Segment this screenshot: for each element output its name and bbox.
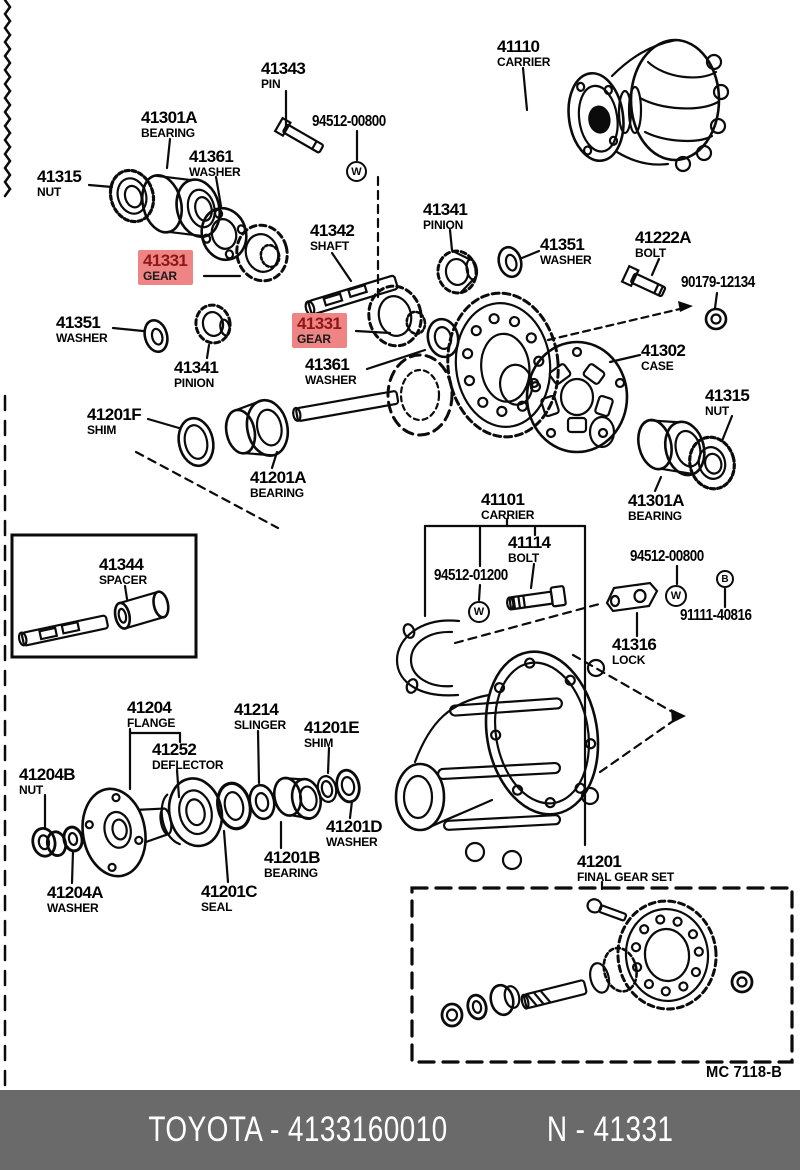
label-washer-41361-mid: 41361 WASHER <box>305 355 357 388</box>
label-washer-41351-left: 41351 WASHER <box>56 313 108 346</box>
page-edge <box>3 0 12 1088</box>
label-washer-41361-top: 41361 WASHER <box>189 147 241 180</box>
label-spacer-41344: 41344 SPACER <box>99 555 147 588</box>
label-lock-41316: 41316 LOCK <box>612 635 657 668</box>
washer-41361-top-drawing <box>200 206 248 262</box>
label-washer-41351-mid: 41351 WASHER <box>540 235 592 268</box>
bolt-symbol-icon: B <box>716 570 734 588</box>
dashed-arrow-case <box>546 301 693 342</box>
ring-gear-drawing <box>446 291 560 439</box>
label-bolt-91111-40816: 91111-40816 <box>680 607 752 624</box>
label-washer-94512-01200: 94512-01200 <box>434 567 508 584</box>
label-bolt-94512-00800-top: 94512-00800 <box>312 113 386 130</box>
axle-shaft-drawing <box>292 353 454 437</box>
label-bolt-41222a: 41222A BOLT <box>635 228 692 261</box>
label-shim-41201e: 41201E SHIM <box>304 718 360 751</box>
label-washer-41204a: 41204A WASHER <box>47 883 104 916</box>
dashed-wedge <box>571 653 686 774</box>
drawing-code: MC 7118-B <box>706 1064 783 1081</box>
label-bolt-94512-00800-mid: 94512-00800 <box>630 548 704 565</box>
shim-41201e-drawing <box>316 775 338 803</box>
label-flange-41204: 41204 FLANGE <box>127 698 176 731</box>
gear-41331-left-drawing <box>235 223 289 283</box>
label-carrier-41110: 41110 CARRIER <box>497 37 551 70</box>
label-bolt-90179-12134: 90179-12134 <box>681 274 755 291</box>
footer-bar: TOYOTA - 4133160010 N - 41331 <box>0 1090 800 1170</box>
washer-symbol-icon: W <box>346 161 367 182</box>
nut-41315-right-drawing <box>688 435 736 491</box>
bearing-41201a-drawing <box>224 398 290 457</box>
washer-symbol-icon: W <box>665 585 687 607</box>
washer-41351-mid-drawing <box>497 245 523 279</box>
footer-brand-code: TOYOTA - 4133160010 <box>148 1110 448 1149</box>
bracket-41101 <box>423 517 587 847</box>
leader-lines-bottom <box>43 727 604 891</box>
footer-part-code: N - 41331 <box>546 1110 674 1149</box>
pinion-41341-top-drawing <box>436 249 479 295</box>
bolt-41114-drawing <box>506 585 567 611</box>
label-nut-41315-right: 41315 NUT <box>705 386 750 419</box>
label-pin-41343: 41343 PIN <box>261 59 306 92</box>
label-shim-41201f: 41201F SHIM <box>87 405 142 438</box>
label-slinger-41214: 41214 SLINGER <box>234 700 286 733</box>
label-bearing-41201a: 41201A BEARING <box>250 468 307 501</box>
washer-41204a-drawing <box>62 825 84 853</box>
gear-41331-mid-drawing <box>367 284 427 348</box>
label-deflector-41252: 41252 DEFLECTOR <box>152 740 224 773</box>
label-pinion-41341-left: 41341 PINION <box>174 358 219 391</box>
pinion-41341-left-drawing <box>194 303 232 345</box>
bearing-41201b-drawing <box>272 776 323 820</box>
label-carrier-41101: 41101 CARRIER <box>481 490 535 523</box>
washer-41351-left-drawing <box>143 318 169 354</box>
dashed-line-left <box>134 450 280 530</box>
label-nut-41315-left: 41315 NUT <box>37 167 82 200</box>
flange-41204-drawing <box>81 787 173 878</box>
label-gear-41331-left-highlighted: 41331 GEAR <box>138 250 194 285</box>
deflector-41252-drawing <box>160 777 224 848</box>
final-gear-set-box <box>410 886 794 1064</box>
nut-41204b-drawing <box>31 826 68 858</box>
label-gear-41331-mid-highlighted: 41331 GEAR <box>292 313 348 348</box>
bearing-41301a-right-drawing <box>637 418 706 477</box>
bolt-41222a-drawing <box>620 264 667 298</box>
label-seal-41201c: 41201C SEAL <box>201 882 258 915</box>
label-shaft-41342: 41342 SHAFT <box>310 221 355 254</box>
label-pinion-41341-top: 41341 PINION <box>423 200 468 233</box>
shaft-41342-drawing <box>304 274 399 317</box>
label-bearing-41301a-right: 41301A BEARING <box>628 491 685 524</box>
washer-90179-drawing <box>704 307 728 331</box>
washer-41201d-drawing <box>335 768 361 804</box>
label-final-gear-set-41201: 41201 FINAL GEAR SET <box>577 852 674 885</box>
spacer-box <box>10 533 198 659</box>
carrier-41110-drawing <box>567 38 730 173</box>
label-case-41302: 41302 CASE <box>641 341 686 374</box>
lock-41316-drawing <box>453 564 727 645</box>
label-bolt-41114: 41114 BOLT <box>508 533 551 566</box>
carrier-41101-drawing <box>394 619 606 871</box>
washer-symbol-icon: W <box>468 601 490 623</box>
bearing-41301a-left-drawing <box>140 173 221 239</box>
label-bearing-41301a-left: 41301A BEARING <box>141 108 198 141</box>
shim-41201f-drawing <box>177 416 215 468</box>
label-washer-41201d: 41201D WASHER <box>326 817 383 850</box>
label-bearing-41201b: 41201B BEARING <box>264 848 321 881</box>
case-41302-drawing <box>525 340 629 454</box>
leader-lines-top <box>87 66 734 493</box>
label-nut-41204b: 41204B NUT <box>19 765 76 798</box>
nut-41315-left-drawing <box>108 168 156 224</box>
